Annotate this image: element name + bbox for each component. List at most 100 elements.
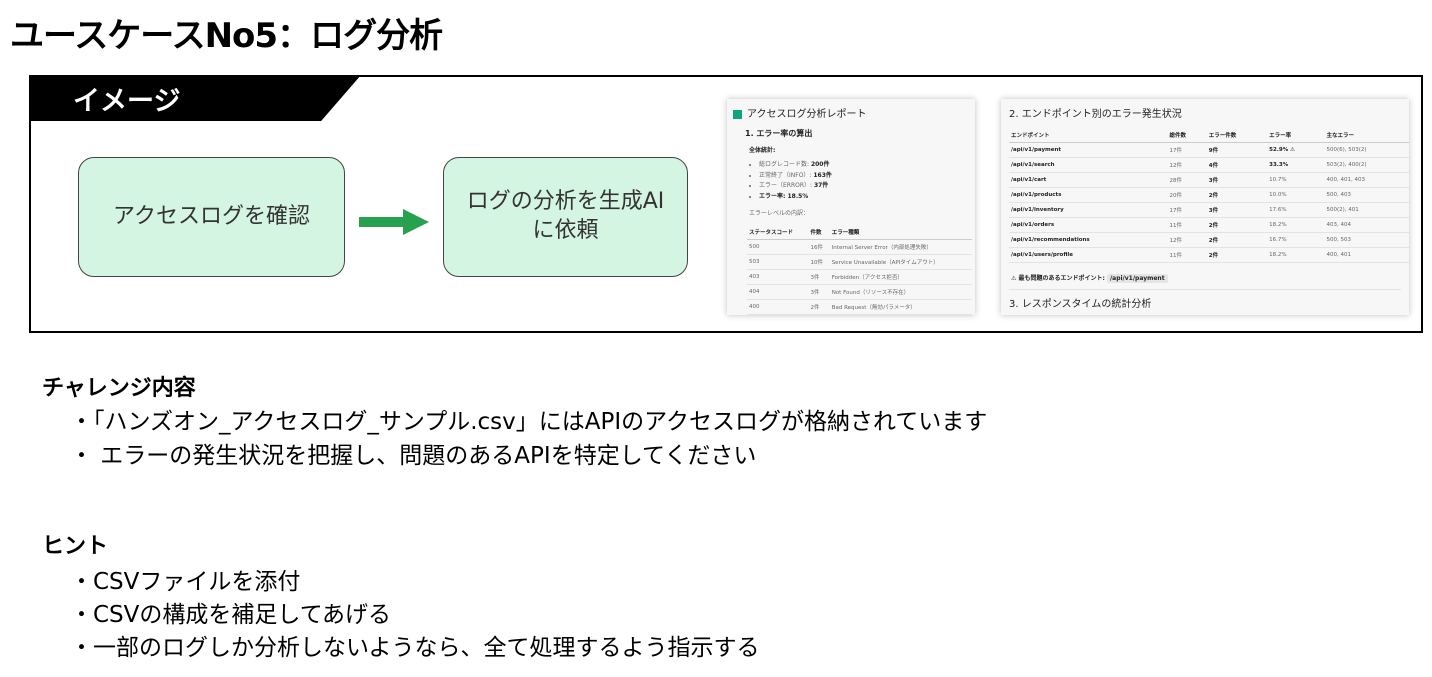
step-ask-ai: ログの分析を生成AIに依頼	[443, 157, 688, 277]
table-cell: /api/v1/payment	[1009, 142, 1168, 158]
stat-label: エラー率:	[759, 192, 788, 200]
stat-item: 正常終了（INFO）: 163件	[759, 171, 975, 182]
table-cell: 503	[747, 254, 809, 270]
stat-value: 200件	[810, 161, 830, 168]
tab-label: イメージ	[73, 86, 181, 117]
table-cell: 17.6%	[1267, 202, 1325, 218]
table-cell: 28件	[1167, 172, 1207, 188]
challenge-heading: チャレンジ内容	[42, 376, 196, 401]
table-cell: 3件	[1206, 202, 1268, 218]
table-cell: 403, 404	[1324, 217, 1409, 233]
table-cell: 400, 401	[1324, 247, 1409, 263]
table-cell: 403	[747, 269, 809, 285]
table-cell: 16.7%	[1267, 232, 1325, 248]
table-cell: 11件	[1167, 217, 1207, 233]
table-cell: 500(2), 401	[1324, 202, 1409, 218]
arrow-right-icon	[359, 209, 429, 235]
challenge-item: ・ エラーの発生状況を把握し、問題のあるAPIを特定してください	[70, 443, 757, 469]
table-cell: /api/v1/search	[1009, 157, 1168, 173]
report-screenshot-1: アクセスログ分析レポート 1. エラー率の算出 全体統計: 総ログレコード数: …	[727, 99, 975, 315]
table-cell: 404	[747, 284, 809, 300]
table-cell: 10件	[808, 254, 830, 270]
table-cell: 500	[747, 239, 809, 255]
challenge-item: ・「ハンズオン_アクセスログ_サンプル.csv」にはAPIのアクセスログが格納さ…	[70, 409, 988, 435]
table-cell: 400, 401, 403	[1324, 172, 1409, 188]
table-cell: Unauthorized（認証失敗）	[829, 314, 972, 315]
stat-label: 正常終了（INFO）:	[759, 171, 814, 179]
table-cell: 500(6), 503(2)	[1324, 142, 1409, 158]
table-cell: 11件	[1167, 247, 1207, 263]
table-cell: 16件	[808, 239, 830, 255]
worst-label: ⚠ 最も問題のあるエンドポイント:	[1011, 275, 1105, 282]
worst-endpoint: ⚠ 最も問題のあるエンドポイント: /api/v1/payment	[1011, 273, 1409, 283]
column-header: エラー件数	[1206, 128, 1268, 143]
table-cell: 3件	[808, 284, 830, 300]
column-header: 総件数	[1167, 128, 1207, 143]
column-header: エラー種類	[829, 225, 972, 240]
table-cell: 17件	[1167, 202, 1207, 218]
table-cell: 2件	[1206, 232, 1268, 248]
table-cell: /api/v1/cart	[1009, 172, 1168, 188]
step-check-log: アクセスログを確認	[78, 157, 345, 277]
table-cell: 10.7%	[1267, 172, 1325, 188]
table-cell: 400	[747, 299, 809, 315]
column-header: エラー率	[1267, 128, 1325, 143]
table-cell: 401	[747, 314, 809, 315]
section1-heading: 1. エラー率の算出	[745, 129, 813, 138]
hint-heading: ヒント	[42, 534, 109, 559]
table-cell: 33.3%	[1267, 157, 1325, 173]
table-cell: 3件	[1206, 172, 1268, 188]
column-header: エンドポイント	[1009, 128, 1168, 143]
table-cell: 2件	[1206, 217, 1268, 233]
table-cell: Bad Request（無効パラメータ）	[829, 299, 972, 315]
table-cell: 503(2), 400(2)	[1324, 157, 1409, 173]
image-section: イメージ アクセスログを確認 ログの分析を生成AIに依頼 アクセスログ分析レポー…	[29, 75, 1423, 333]
column-header: ステータスコード	[747, 225, 809, 240]
stat-label: エラー（ERROR）:	[759, 182, 814, 189]
table-cell: 4件	[1206, 157, 1268, 173]
table-cell: /api/v1/recommendations	[1009, 232, 1168, 248]
report-title: アクセスログ分析レポート	[747, 109, 867, 120]
table-cell: 1件	[808, 314, 830, 315]
table-cell: 500, 403	[1324, 187, 1409, 203]
stat-item: エラー（ERROR）: 37件	[759, 181, 975, 192]
stat-value: 163件	[813, 171, 832, 179]
stat-label: 総ログレコード数:	[759, 161, 811, 168]
image-tab: イメージ	[29, 75, 361, 121]
table-cell: 12件	[1167, 157, 1207, 173]
column-header: 主なエラー	[1324, 128, 1409, 143]
table-cell: Service Unavailable（APIタイムアウト）	[829, 254, 972, 270]
table-cell: 2件	[808, 299, 830, 315]
table-cell: 500, 503	[1324, 232, 1409, 248]
hint-item: ・一部のログしか分析しないようなら、全て処理するよう指示する	[70, 635, 760, 661]
table-cell: Internal Server Error（内部処理失敗）	[829, 239, 972, 255]
stat-value: 37件	[813, 182, 829, 189]
table-cell: 10.0%	[1267, 187, 1325, 203]
table-cell: 52.9% ⚠	[1267, 142, 1325, 158]
stat-item: 総ログレコード数: 200件	[759, 160, 975, 171]
app-logo-icon	[733, 109, 742, 119]
section3-heading: 3. レスポンスタイムの統計分析	[1009, 299, 1152, 310]
breakdown-label: エラーレベルの内訳：	[749, 210, 810, 217]
stat-value: 18.5%	[787, 192, 809, 200]
table-cell: /api/v1/inventory	[1009, 202, 1168, 218]
table-cell: /api/v1/products	[1009, 187, 1168, 203]
overall-label: 全体統計:	[749, 147, 776, 154]
page-title: ユースケースNo5：ログ分析	[10, 16, 443, 56]
table-cell: Forbidden（アクセス拒否）	[829, 269, 972, 285]
table-cell: /api/v1/users/profile	[1009, 247, 1168, 263]
